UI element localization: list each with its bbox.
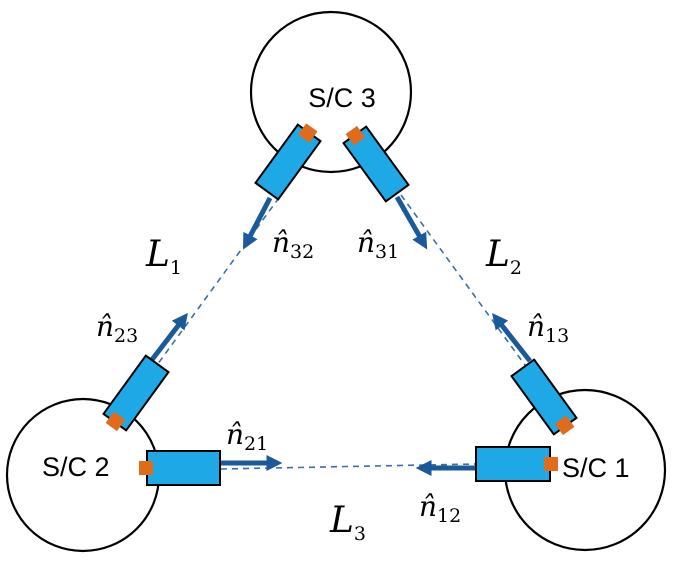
telescope-sc1-diagonal bbox=[510, 358, 578, 436]
optical-bench-sc1-diagonal bbox=[554, 415, 575, 436]
arm-label-L1: L1 bbox=[145, 234, 182, 279]
vector-label-n23: n̂23 bbox=[96, 310, 138, 347]
arrow-n13 bbox=[492, 312, 532, 363]
optical-bench-sc3-left bbox=[297, 123, 318, 143]
vector-label-n31: n̂31 bbox=[357, 226, 399, 263]
arm-label-L3: L3 bbox=[329, 500, 366, 545]
laser-link-L2 bbox=[400, 194, 550, 399]
arrow-n23 bbox=[149, 312, 188, 363]
arrow-n31 bbox=[394, 195, 428, 250]
optical-bench-sc3-right bbox=[345, 125, 366, 146]
vector-label-n21: n̂21 bbox=[226, 418, 268, 455]
spacecraft-2-label: S/C 2 bbox=[42, 452, 110, 482]
vector-label-n13: n̂13 bbox=[527, 310, 569, 347]
vector-label-n12: n̂12 bbox=[419, 490, 461, 527]
arrow-n32 bbox=[243, 196, 273, 250]
optical-bench-sc2-diagonal bbox=[105, 411, 126, 432]
vector-label-n32: n̂32 bbox=[272, 226, 314, 263]
telescope-sc2-diagonal bbox=[102, 354, 170, 432]
telescope-sc3-right bbox=[342, 125, 410, 203]
optical-bench-sc2-horizontal bbox=[139, 461, 153, 475]
telescope-sc2-horizontal bbox=[139, 450, 221, 486]
spacecraft-3-label: S/C 3 bbox=[308, 83, 376, 113]
telescope-sc1-horizontal bbox=[475, 446, 558, 482]
optical-bench-sc1-horizontal bbox=[544, 457, 558, 471]
spacecraft-1-label: S/C 1 bbox=[562, 453, 630, 483]
telescope-sc3-left bbox=[254, 123, 322, 201]
laser-link-L3 bbox=[220, 463, 477, 470]
arm-label-L2: L2 bbox=[485, 234, 522, 279]
